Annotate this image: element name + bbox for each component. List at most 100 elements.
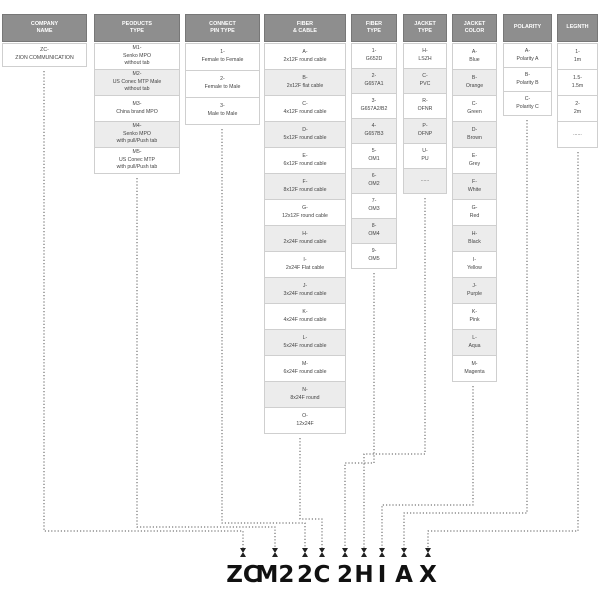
option-fiber_cable: O-12x24F	[264, 407, 346, 434]
option-fiber_cable: C-4x12F round cable	[264, 95, 346, 122]
option-fiber_type: 4-G657B3	[351, 118, 397, 144]
option-fiber_type: 5-OM1	[351, 143, 397, 169]
option-fiber_cable: L-5x24F round cable	[264, 329, 346, 356]
option-polarity: C-Polarity C	[503, 91, 552, 116]
option-fiber_type: 8-OM4	[351, 218, 397, 244]
option-jacket_color: K-Pink	[452, 303, 497, 330]
option-fiber_cable: F-8x12F round cable	[264, 173, 346, 200]
arrow-marker-icon	[302, 548, 308, 557]
option-products: M3-China brand MPO	[94, 95, 180, 122]
option-jacket_color: L-Aqua	[452, 329, 497, 356]
option-fiber_cable: K-4x24F round cable	[264, 303, 346, 330]
option-polarity: B-Polarity B	[503, 67, 552, 92]
option-fiber_type: 7-OM3	[351, 193, 397, 219]
code-segment-fiber_cable: C	[313, 562, 331, 588]
option-jacket_type: H-LSZH	[403, 43, 447, 69]
code-segment-jacket_color: I	[377, 562, 387, 588]
option-length: 1.5-1.5m	[557, 69, 598, 96]
option-fiber_cable: G-12x12F round cable	[264, 199, 346, 226]
option-jacket_type: ......	[403, 168, 447, 194]
column-header-length: LEGNTH	[557, 14, 598, 42]
option-jacket_color: B-Orange	[452, 69, 497, 96]
option-polarity: A-Polarity A	[503, 43, 552, 68]
connector-line-fiber_cable	[299, 438, 323, 549]
option-connect: 1-Female to Female	[185, 43, 260, 71]
option-jacket_color: J-Purple	[452, 277, 497, 304]
column-header-fiber_cable: FIBER& CABLE	[264, 14, 346, 42]
option-jacket_type: U-PU	[403, 143, 447, 169]
option-fiber_type: 6-OM2	[351, 168, 397, 194]
code-segment-products: M2	[255, 562, 295, 588]
option-fiber_cable: H-2x24F round cable	[264, 225, 346, 252]
code-segment-polarity: A	[395, 562, 413, 588]
arrow-marker-icon	[361, 548, 367, 557]
option-fiber_type: 3-G657A2/B2	[351, 93, 397, 119]
connector-line-jacket_type	[363, 198, 426, 549]
option-jacket_color: E-Grey	[452, 147, 497, 174]
option-jacket_color: D-Brown	[452, 121, 497, 148]
connector-line-jacket_color	[381, 386, 474, 549]
option-jacket_type: P-OFNP	[403, 118, 447, 144]
option-connect: 3-Male to Male	[185, 97, 260, 125]
option-jacket_color: H-Black	[452, 225, 497, 252]
option-jacket_color: M-Magenta	[452, 355, 497, 382]
option-fiber_cable: M-6x24F round cable	[264, 355, 346, 382]
option-jacket_color: F-White	[452, 173, 497, 200]
code-segment-company: ZC	[226, 562, 260, 588]
option-fiber_cable: E-6x12F round cable	[264, 147, 346, 174]
code-segment-jacket_type: H	[354, 562, 374, 588]
option-fiber_cable: N-8x24F round	[264, 381, 346, 408]
option-fiber_type: 2-G657A1	[351, 68, 397, 94]
arrow-marker-icon	[240, 548, 246, 557]
option-jacket_color: G-Red	[452, 199, 497, 226]
code-segment-fiber_type: 2	[336, 562, 353, 588]
code-segment-length: X	[419, 562, 437, 588]
arrow-marker-icon	[319, 548, 325, 557]
option-length: ......	[557, 121, 598, 148]
option-jacket_color: C-Green	[452, 95, 497, 122]
option-jacket_color: I-Yellow	[452, 251, 497, 278]
option-fiber_cable: B-2x12F flat cable	[264, 69, 346, 96]
option-company: ZC-ZION COMMUNICATION	[2, 43, 87, 67]
connector-line-length	[427, 152, 579, 549]
option-fiber_cable: J-3x24F round cable	[264, 277, 346, 304]
arrow-marker-icon	[272, 548, 278, 557]
option-fiber_cable: A-2x12F round cable	[264, 43, 346, 70]
arrow-marker-icon	[401, 548, 407, 557]
option-jacket_type: R-OFNR	[403, 93, 447, 119]
option-fiber_cable: D-5x12F round cable	[264, 121, 346, 148]
arrow-marker-icon	[342, 548, 348, 557]
arrow-marker-icon	[425, 548, 431, 557]
option-jacket_type: C-PVC	[403, 68, 447, 94]
code-segment-connect: 2	[296, 562, 313, 588]
option-connect: 2-Female to Male	[185, 70, 260, 98]
option-fiber_type: 1-G652D	[351, 43, 397, 69]
connector-line-fiber_type	[344, 273, 375, 549]
connector-line-products	[136, 178, 276, 549]
arrow-marker-icon	[379, 548, 385, 557]
option-fiber_cable: I-2x24F Flat cable	[264, 251, 346, 278]
option-fiber_type: 9-OM5	[351, 243, 397, 269]
connector-line-connect	[221, 129, 306, 549]
option-length: 2-2m	[557, 95, 598, 122]
